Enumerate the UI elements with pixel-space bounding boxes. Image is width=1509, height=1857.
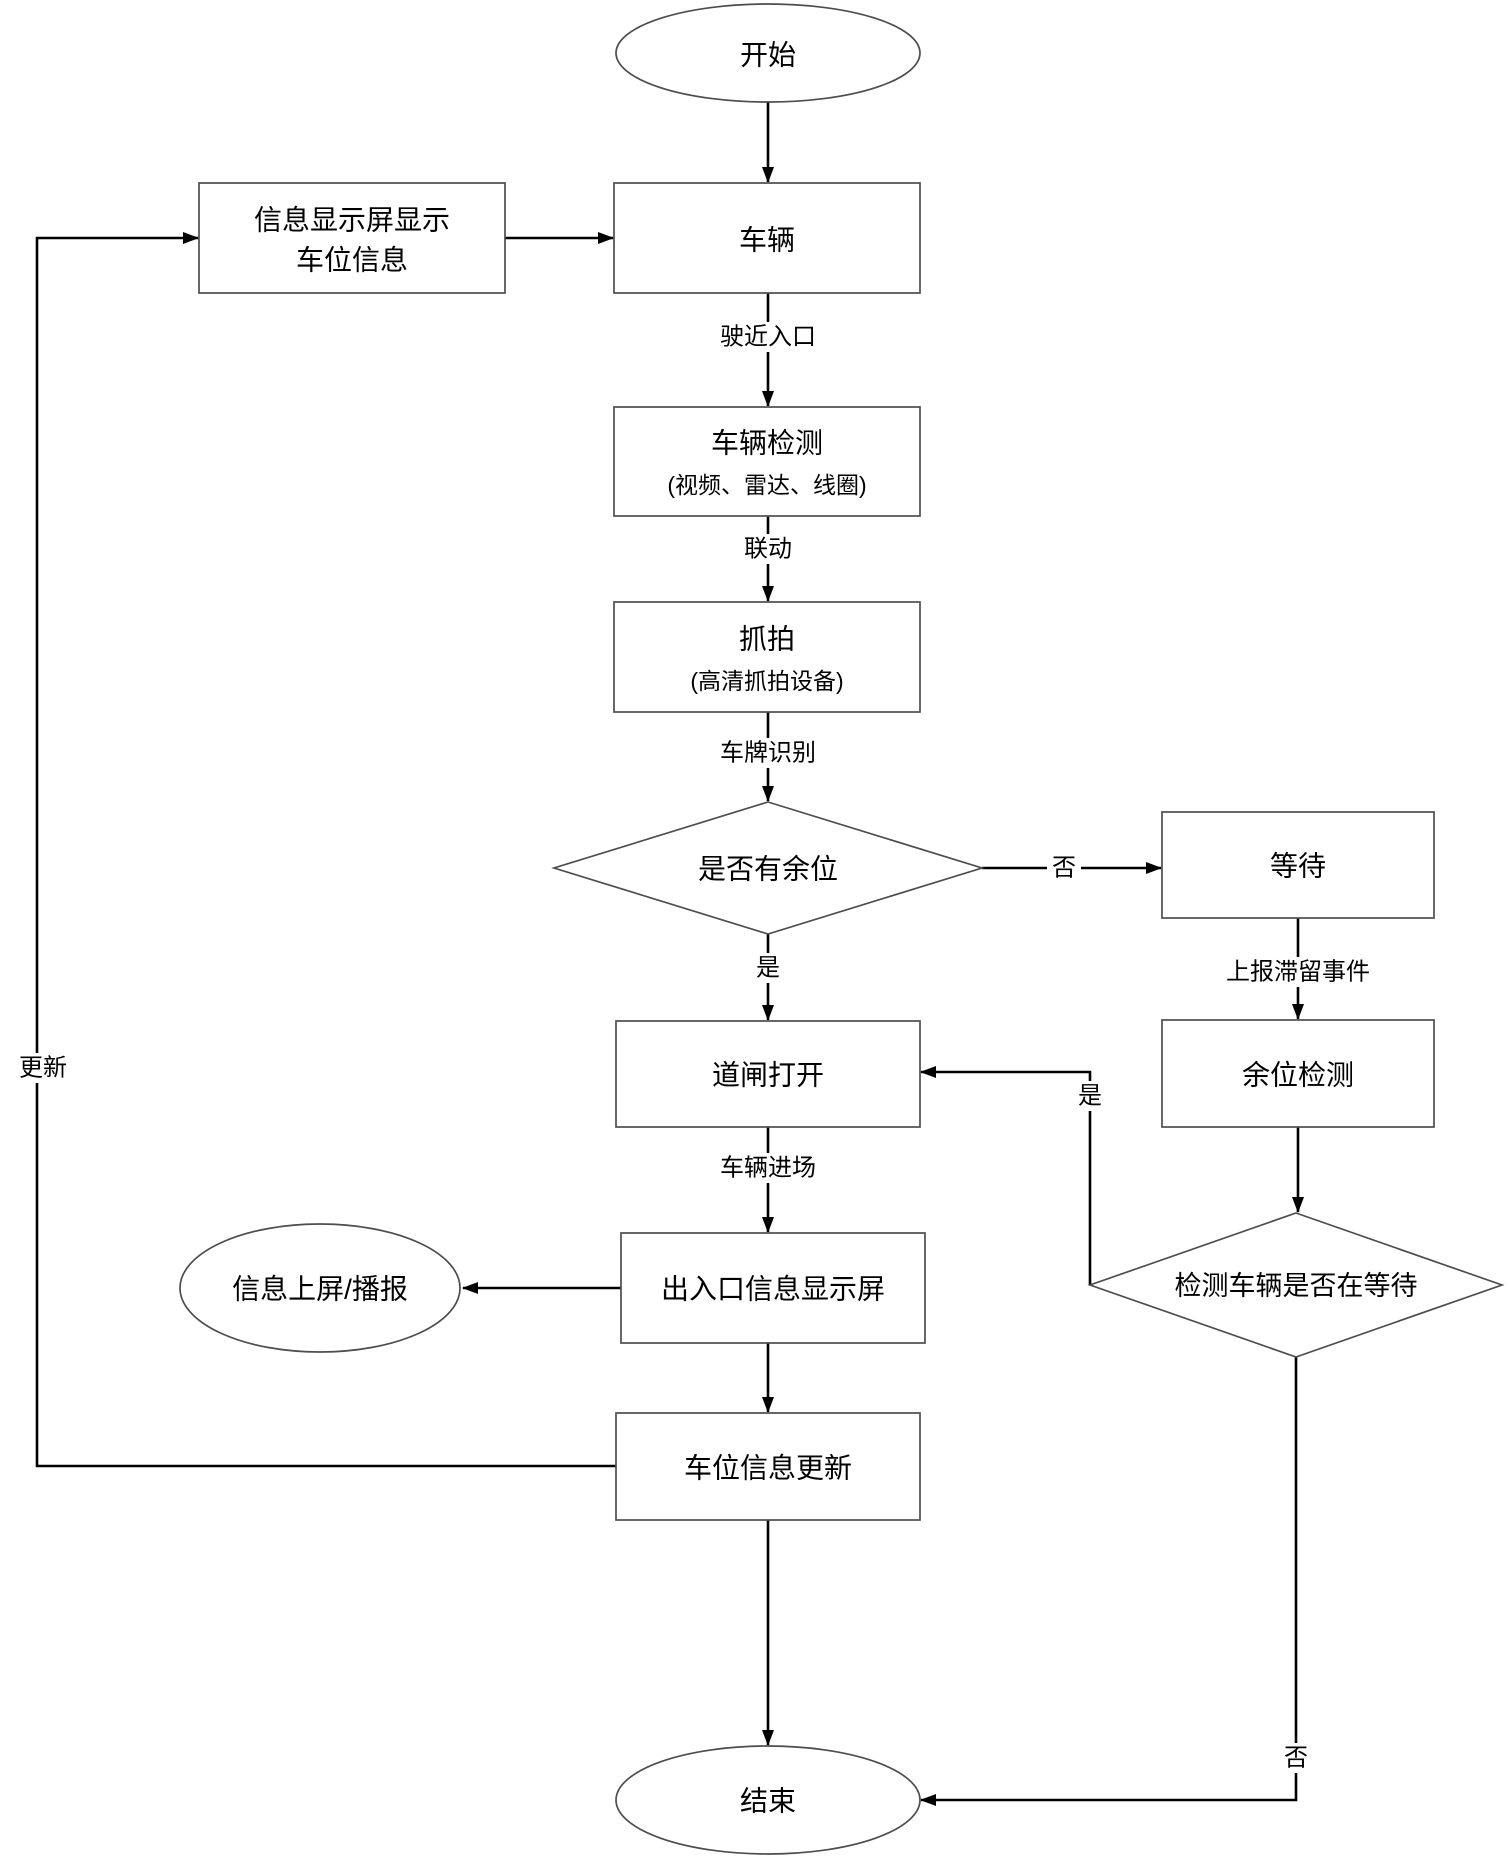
- start-ellipse: [615, 3, 921, 103]
- label-bg: [13, 1053, 73, 1083]
- capture-node: 抓拍 (高清抓拍设备): [613, 601, 921, 713]
- vehicle-detect-line1: 车辆检测: [711, 428, 823, 459]
- plate-recognition-label: 车牌识别: [712, 738, 824, 768]
- info-display-node: 信息显示屏显示 车位信息: [198, 182, 506, 294]
- label-bg: [712, 322, 824, 352]
- entrance-display-label: 出入口信息显示屏: [661, 1274, 885, 1305]
- label-bg: [1220, 957, 1376, 987]
- info-broadcast-node: 信息上屏/播报: [179, 1223, 461, 1353]
- wait-rect: [1161, 811, 1435, 919]
- yes-waiting-label: 是: [1073, 1081, 1107, 1111]
- vehicle-detect-rect: [613, 406, 921, 517]
- vehicle-enter-text: 车辆进场: [720, 1155, 816, 1182]
- wait-node: 等待: [1161, 811, 1435, 919]
- has-space-label: 是否有余位: [698, 854, 838, 885]
- edge-labels-layer: 驶近入口 联动 车牌识别 是 否 上报滞留事件 车辆进场 更新: [13, 322, 1376, 1773]
- label-bg: [712, 1153, 824, 1183]
- end-node: 结束: [615, 1745, 921, 1855]
- edge-waitingdecision-yes-to-gateopen: [920, 1066, 1092, 1285]
- info-broadcast-label: 信息上屏/播报: [232, 1274, 408, 1305]
- space-detect-label: 余位检测: [1242, 1060, 1354, 1091]
- label-bg: [1073, 1081, 1107, 1111]
- vehicle-enter-label: 车辆进场: [712, 1153, 824, 1183]
- edge-spaceupdate-to-infodisplay-update-loop: [35, 232, 616, 1468]
- yes-has-space-label: 是: [751, 953, 785, 983]
- edges-layer: [35, 102, 1304, 1806]
- capture-line2: (高清抓拍设备): [690, 668, 843, 694]
- label-bg: [712, 738, 824, 768]
- has-space-decision-node: 是否有余位: [551, 801, 985, 935]
- start-node: 开始: [615, 3, 921, 103]
- yes-has-space-text: 是: [756, 955, 780, 982]
- no-waiting-text: 否: [1284, 1745, 1308, 1772]
- vehicle-detect-line2: (视频、雷达、线圈): [667, 472, 866, 498]
- space-detect-node: 余位检测: [1161, 1019, 1435, 1128]
- no-waiting-label: 否: [1279, 1743, 1313, 1773]
- wait-label: 等待: [1270, 851, 1326, 882]
- info-broadcast-ellipse: [179, 1223, 461, 1353]
- waiting-decision-node: 检测车辆是否在等待: [1087, 1212, 1505, 1358]
- info-display-rect: [198, 182, 506, 294]
- edge-waitingdecision-no-to-end: [920, 1357, 1298, 1806]
- waiting-decision-label: 检测车辆是否在等待: [1175, 1271, 1418, 1301]
- linkage-label: 联动: [738, 534, 798, 564]
- report-stay-event-label: 上报滞留事件: [1220, 957, 1376, 987]
- space-update-label: 车位信息更新: [684, 1453, 852, 1484]
- label-bg: [1047, 853, 1081, 883]
- space-detect-rect: [1161, 1019, 1435, 1128]
- label-bg: [738, 534, 798, 564]
- approach-entrance-label: 驶近入口: [712, 322, 824, 352]
- approach-entrance-text: 驶近入口: [720, 324, 816, 351]
- gate-open-rect: [615, 1020, 921, 1128]
- yes-waiting-text: 是: [1078, 1083, 1102, 1110]
- gate-open-node: 道闸打开: [615, 1020, 921, 1128]
- space-update-rect: [615, 1412, 921, 1521]
- vehicle-rect: [613, 182, 921, 294]
- no-has-space-text: 否: [1052, 855, 1076, 882]
- nodes-layer: 开始 信息显示屏显示 车位信息 车辆 车辆检测 (视频、雷达、线圈) 抓拍 (高…: [179, 3, 1505, 1855]
- gate-open-label: 道闸打开: [712, 1060, 824, 1091]
- capture-line1: 抓拍: [739, 624, 795, 655]
- no-has-space-label: 否: [1047, 853, 1081, 883]
- info-display-line2: 车位信息: [296, 245, 408, 276]
- report-stay-event-text: 上报滞留事件: [1226, 959, 1370, 986]
- plate-recognition-text: 车牌识别: [720, 740, 816, 767]
- linkage-text: 联动: [744, 536, 792, 563]
- label-bg: [1279, 1743, 1313, 1773]
- vehicle-label: 车辆: [739, 225, 795, 256]
- waiting-decision-diamond: [1087, 1212, 1505, 1358]
- vehicle-node: 车辆: [613, 182, 921, 294]
- has-space-diamond: [551, 801, 985, 935]
- space-update-node: 车位信息更新: [615, 1412, 921, 1521]
- label-bg: [751, 953, 785, 983]
- entrance-display-node: 出入口信息显示屏: [620, 1232, 926, 1344]
- capture-rect: [613, 601, 921, 713]
- info-display-line1: 信息显示屏显示: [254, 205, 450, 236]
- end-label: 结束: [740, 1786, 796, 1817]
- start-label: 开始: [740, 40, 796, 71]
- entrance-display-rect: [620, 1232, 926, 1344]
- update-text: 更新: [19, 1055, 67, 1082]
- vehicle-detect-node: 车辆检测 (视频、雷达、线圈): [613, 406, 921, 517]
- update-label: 更新: [13, 1053, 73, 1083]
- end-ellipse: [615, 1745, 921, 1855]
